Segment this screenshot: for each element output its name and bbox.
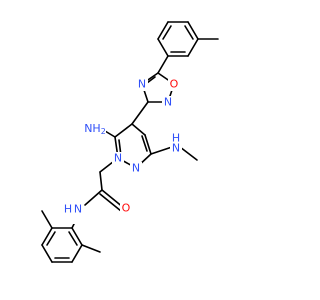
bond [99, 193, 122, 212]
ring-link-bond [157, 55, 169, 74]
amide-n-label: N [74, 203, 82, 216]
bond [46, 231, 56, 246]
methyl-bond [41, 210, 53, 229]
methyl-bond [81, 244, 101, 253]
bond [187, 38, 199, 57]
amino-nh: NH [84, 122, 101, 135]
methylamino-h-label: H [172, 132, 180, 145]
amide-h-label: H [64, 203, 72, 216]
pyrazole-n2-label: N [132, 162, 140, 175]
amino-subscript: 2 [101, 127, 106, 136]
methylamino-bond [150, 146, 173, 155]
bond [144, 134, 152, 155]
bond [84, 189, 103, 206]
bond [99, 171, 103, 191]
bond [187, 21, 199, 40]
dimethylphenyl-ring [41, 210, 101, 263]
bond [162, 25, 172, 40]
bond [157, 38, 169, 57]
oxadiazole-n-bottom-label: N [164, 96, 172, 109]
bond [71, 244, 83, 263]
oxadiazole-n-top-label: N [138, 78, 146, 91]
n-methyl-bond [179, 146, 198, 161]
bond [68, 231, 78, 246]
bond [131, 123, 146, 136]
bond [71, 227, 83, 246]
bond [184, 25, 194, 40]
oxadiazole-o-label: O [170, 78, 179, 91]
bond [114, 123, 133, 138]
atom-labels: N O N NH2 N N H N N H O [64, 78, 182, 224]
bond [141, 135, 148, 152]
amino-label: NH2 [84, 122, 106, 136]
amide-o-label: O [122, 202, 131, 215]
bond [157, 21, 169, 40]
bond [41, 227, 53, 246]
bond [41, 244, 53, 263]
chemical-structure-diagram: N O N NH2 N N H N N H O [41, 21, 219, 263]
methylamino-n-label: N [172, 142, 180, 155]
tolyl-ring [157, 21, 219, 74]
pyrazole-n1-label: N [114, 152, 122, 165]
ring-link-bond [131, 101, 149, 125]
